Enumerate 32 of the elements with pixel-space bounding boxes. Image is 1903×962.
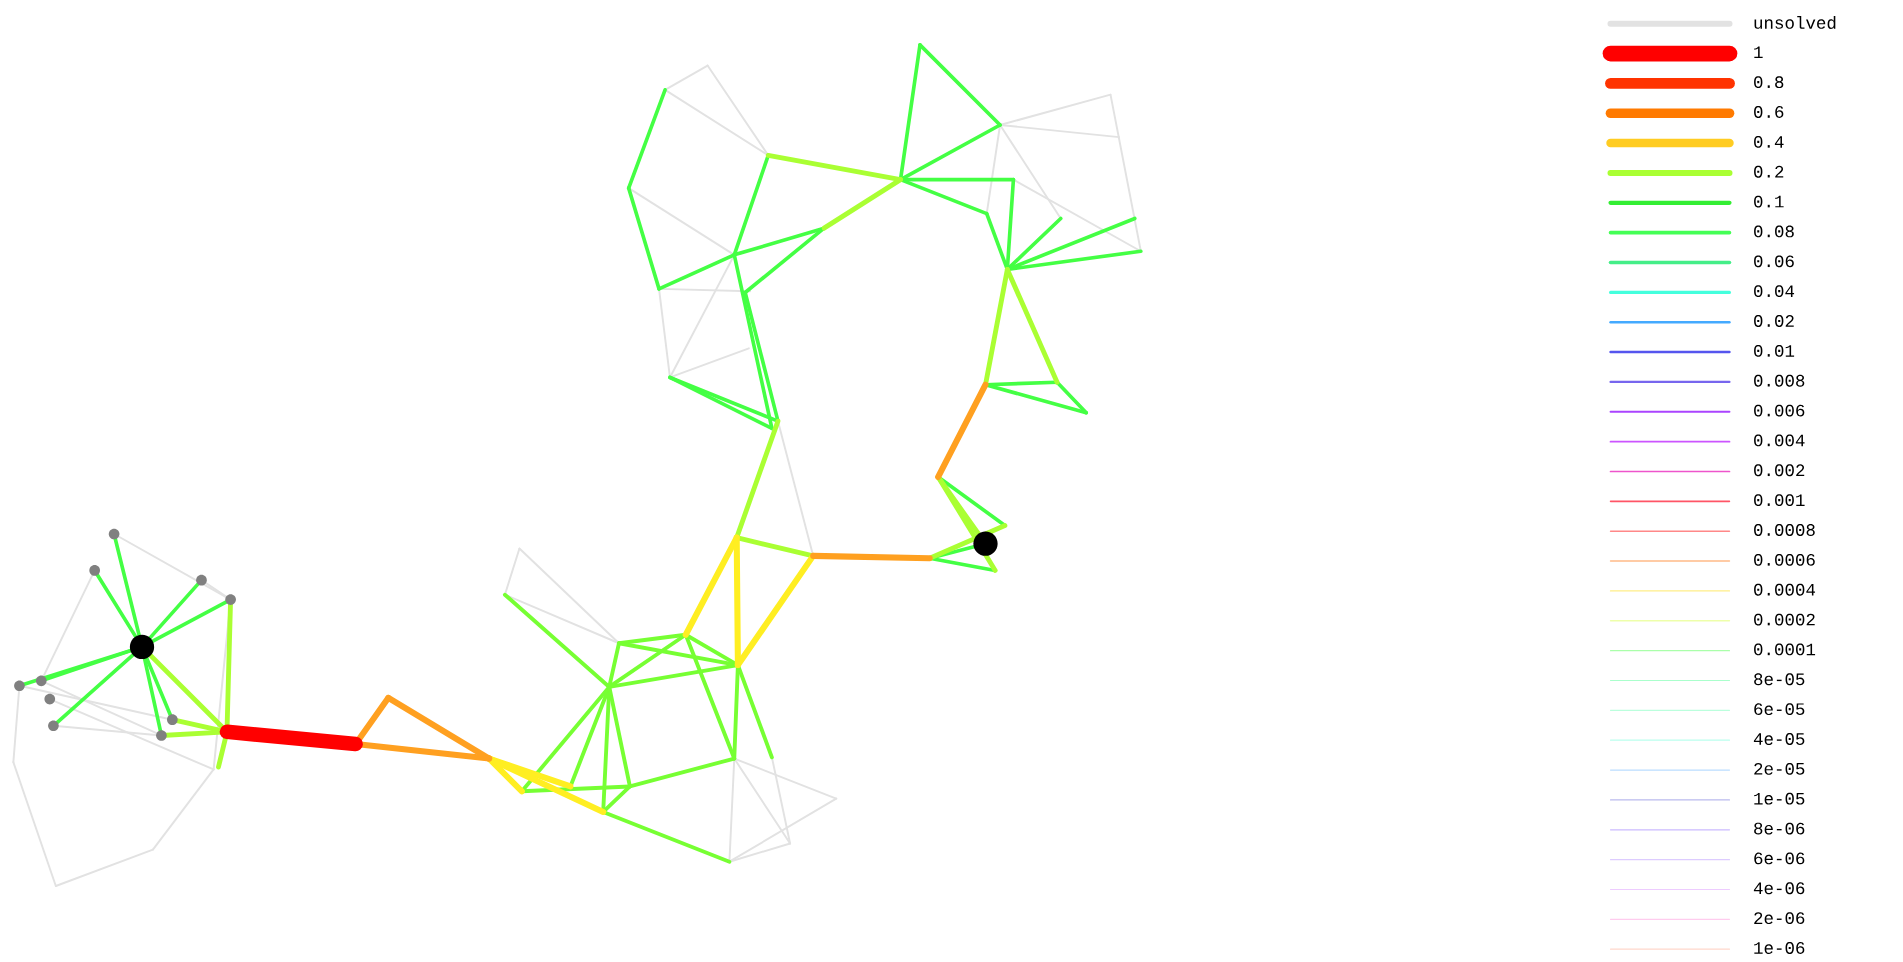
legend-label: 0.04 <box>1754 285 1795 297</box>
legend-label: 4e-05 <box>1753 732 1805 745</box>
legend-label: 0.008 <box>1754 374 1805 387</box>
legend-label: 0.1 <box>1754 195 1784 208</box>
legend-label: 0.006 <box>1754 404 1805 417</box>
legend-label: 1e-06 <box>1754 941 1805 954</box>
legend-label: 0.0004 <box>1754 583 1816 596</box>
legend-label: 0.0002 <box>1754 613 1815 626</box>
legend-label: 1 <box>1754 46 1763 58</box>
legend-label: 0.002 <box>1754 464 1805 476</box>
legend-label: 1e-05 <box>1754 792 1805 805</box>
legend-label: 0.0006 <box>1754 553 1815 566</box>
legend-label: 8e-06 <box>1754 822 1805 835</box>
legend-label: 0.004 <box>1754 434 1805 447</box>
legend-label: 0.0001 <box>1754 643 1816 656</box>
legend-label: 0.08 <box>1754 225 1794 238</box>
legend-label: 0.02 <box>1754 314 1794 327</box>
legend-label: 0.6 <box>1754 105 1784 118</box>
legend-label: 8e-05 <box>1754 673 1805 685</box>
legend-label: 0.06 <box>1754 255 1794 267</box>
legend-label: 6e-06 <box>1754 852 1805 865</box>
legend-label: 0.2 <box>1754 165 1784 178</box>
legend-label: 0.8 <box>1754 76 1784 88</box>
legend-label: 4e-06 <box>1753 882 1805 894</box>
legend-label: 2e-05 <box>1754 762 1805 775</box>
legend-label: 0.4 <box>1754 135 1784 148</box>
legend-label: 6e-05 <box>1754 703 1805 715</box>
legend-label: 0.0008 <box>1754 523 1815 536</box>
legend-label: unsolved <box>1754 15 1836 29</box>
legend-label: 0.01 <box>1754 344 1795 357</box>
legend-label: 0.001 <box>1754 494 1805 506</box>
legend-label: 2e-06 <box>1754 912 1805 924</box>
